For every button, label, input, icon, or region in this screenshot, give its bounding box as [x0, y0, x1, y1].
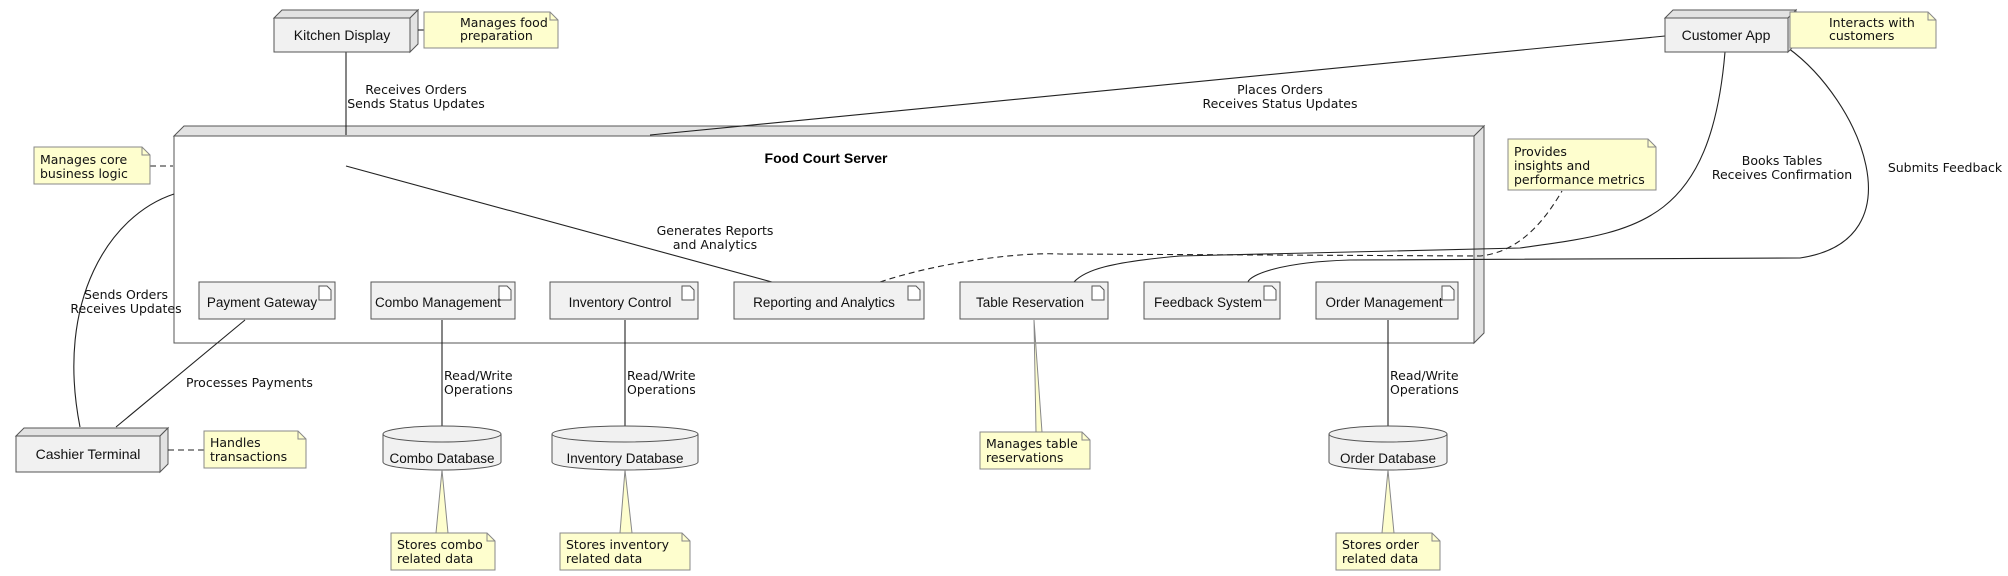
inventory-database[interactable]: Inventory Database: [551, 425, 699, 471]
edge-customer-feedback: [1247, 47, 1869, 283]
feedback-system-label: Feedback System: [1154, 295, 1262, 310]
customer-app-label: Customer App: [1682, 27, 1771, 43]
inventory-control-label: Inventory Control: [569, 295, 672, 310]
edge-server-reporting: [345, 165, 773, 283]
inventory-database-label: Inventory Database: [566, 451, 683, 466]
note-link-reporting: [879, 190, 1563, 283]
order-management-component[interactable]: Order Management: [1315, 281, 1459, 320]
edge-customer-tables: [1073, 51, 1726, 283]
feedback-system-component[interactable]: Feedback System: [1143, 281, 1281, 320]
edge-customer-server: [649, 35, 1666, 136]
cashier-terminal-node[interactable]: Cashier Terminal: [14, 426, 170, 474]
table-reservation-component[interactable]: Table Reservation: [959, 281, 1109, 320]
customer-app-node[interactable]: Customer App: [1663, 8, 1798, 54]
kitchen-display-label: Kitchen Display: [294, 27, 391, 43]
table-reservation-label: Table Reservation: [976, 295, 1084, 310]
combo-database-label: Combo Database: [389, 451, 494, 466]
inventory-control-component[interactable]: Inventory Control: [549, 281, 699, 320]
kitchen-display-node[interactable]: Kitchen Display: [272, 8, 420, 54]
edge-cashier-server: [73, 193, 175, 428]
order-database-label: Order Database: [1340, 451, 1436, 466]
server-title: Food Court Server: [765, 150, 888, 166]
cashier-terminal-label: Cashier Terminal: [36, 446, 141, 462]
payment-gateway-label: Payment Gateway: [207, 295, 318, 310]
edges: [73, 35, 1869, 428]
edge-label-feedback: Submits Feedback: [1888, 160, 2003, 175]
combo-management-label: Combo Management: [375, 295, 501, 310]
reporting-analytics-label: Reporting and Analytics: [753, 295, 895, 310]
order-management-label: Order Management: [1325, 295, 1442, 310]
edge-label-payments: Processes Payments: [186, 375, 313, 390]
combo-database[interactable]: Combo Database: [382, 425, 502, 471]
edge-payment-cashier: [115, 319, 246, 428]
order-database[interactable]: Order Database: [1328, 425, 1448, 471]
reporting-analytics-component[interactable]: Reporting and Analytics: [733, 281, 925, 320]
payment-gateway-component[interactable]: Payment Gateway: [198, 281, 336, 320]
combo-management-component[interactable]: Combo Management: [370, 281, 516, 320]
